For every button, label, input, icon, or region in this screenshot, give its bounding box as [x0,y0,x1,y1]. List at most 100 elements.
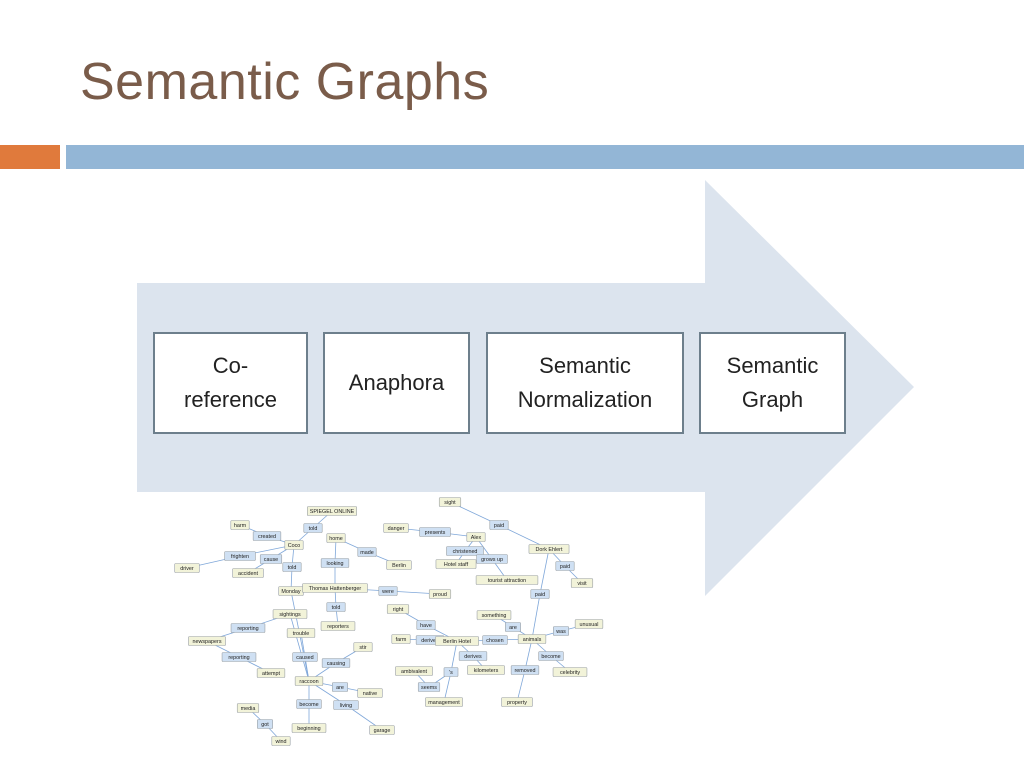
graph-relation-node: reporting [221,652,257,662]
graph-node-box [303,523,323,533]
graph-node-label: media [241,706,256,712]
graph-node-box [292,652,318,662]
graph-node-label: become [541,654,560,660]
graph-node-box [286,628,316,638]
graph-entity-node: visit [570,578,594,588]
graph-node-label: right [393,607,404,613]
graph-edge [524,638,533,671]
graph-entity-node: ambivalent [395,666,433,676]
graph-relation-node: 's [443,667,459,677]
graph-node-label: SPIEGEL ONLINE [310,509,355,515]
graph-node-label: paid [494,523,504,529]
graph-relation-node: removed [510,665,540,675]
graph-node-box [505,622,521,632]
graph-entity-node: management [425,697,463,707]
graph-node-label: reporting [228,655,249,661]
graph-node-box [476,610,512,620]
graph-node-box [489,520,509,530]
graph-node-label: paid [535,592,545,598]
graph-node-box [538,651,564,661]
graph-entity-node: newspapers [188,636,226,646]
graph-entity-node: animals [517,634,547,644]
graph-entity-node: garage [369,725,395,735]
graph-node-label: reporters [327,624,349,630]
graph-node-label: management [428,700,460,706]
graph-node-box [272,609,308,619]
graph-node-box [428,589,452,599]
graph-relation-node: told [282,562,302,572]
graph-node-label: reporting [237,626,258,632]
graph-node-label: presents [425,530,446,536]
graph-node-label: unusual [580,622,599,628]
graph-entity-node: Monday [278,586,304,596]
graph-relation-node: are [505,622,521,632]
graph-node-box [307,506,358,516]
slide-title: Semantic Graphs [80,53,490,111]
graph-node-box [230,520,250,530]
graph-node-box [256,668,286,678]
graph-node-box [188,636,226,646]
graph-node-box [501,697,533,707]
graph-entity-node: raccoon [294,676,324,686]
graph-node-box [530,589,550,599]
graph-node-box [553,626,569,636]
graph-relation-node: made [357,547,377,557]
graph-node-box [443,667,459,677]
graph-entity-node: accident [232,568,264,578]
graph-node-label: paid [560,564,570,570]
graph-node-box [282,562,302,572]
graph-entity-node: sightings [272,609,308,619]
graph-relation-node: paid [489,520,509,530]
graph-node-box [467,665,505,675]
graph-entity-node: media [236,703,260,713]
graph-edge [531,593,541,640]
graph-entity-node: proud [428,589,452,599]
graph-relation-node: become [296,699,322,709]
accent-bar-blue [66,145,1024,169]
graph-entity-node: property [501,697,533,707]
graph-node-box [446,546,484,556]
graph-relation-node: told [326,602,346,612]
graph-entity-node: Dork Ehlert [528,544,570,554]
graph-relation-node: paid [555,561,575,571]
graph-node-box [510,665,540,675]
graph-node-box [528,544,570,554]
graph-entity-node: Berlin Hotel [435,636,479,646]
step-coreference: Co- reference [153,332,308,434]
graph-node-label: native [363,691,377,697]
graph-entity-node: Alex [466,532,486,542]
graph-node-box [417,682,441,692]
graph-node-box [224,551,256,561]
step-semantic-normalization: Semantic Normalization [486,332,684,434]
graph-node-box [476,554,508,564]
graph-node-box [416,620,436,630]
graph-node-box [475,575,539,585]
graph-node-box [386,604,410,614]
graph-node-box [320,621,356,631]
graph-node-box [252,531,282,541]
graph-node-box [419,527,451,537]
graph-node-box [326,533,346,543]
graph-node-label: property [507,700,527,706]
graph-entity-node: sight [438,497,462,507]
graph-node-box [357,547,377,557]
graph-node-label: told [288,565,297,571]
graph-entity-node: tourist attraction [475,575,539,585]
graph-relation-node: told [303,523,323,533]
semantic-graph-illustration: SPIEGEL ONLINEtoldharmcreatedCocofrighte… [174,497,604,746]
graph-relation-node: causing [321,658,351,668]
graph-node-label: causing [327,661,346,667]
graph-relation-node: was [553,626,569,636]
graph-relation-node: have [416,620,436,630]
graph-node-label: looking [326,561,343,567]
graph-node-box [458,651,488,661]
graph-relation-node: caused [292,652,318,662]
graph-entity-node: right [386,604,410,614]
graph-entity-node: Hotel staff [435,559,477,569]
graph-node-box [552,667,588,677]
graph-node-label: home [329,536,343,542]
graph-node-box [332,682,348,692]
graph-node-label: accident [238,571,259,577]
graph-node-box [291,723,327,733]
graph-node-label: wind [274,739,286,745]
